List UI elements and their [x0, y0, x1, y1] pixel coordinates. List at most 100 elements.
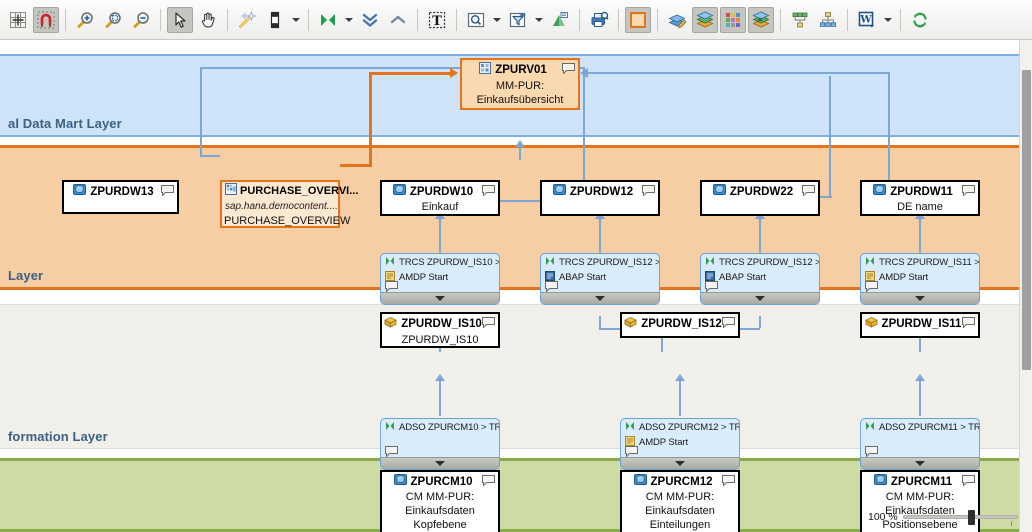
- transformation-trcs-is12[interactable]: TRCS ZPURDW_IS12 > ADSO... ABAP Start: [540, 253, 660, 305]
- filter-icon[interactable]: [505, 7, 531, 33]
- magic-wand-icon[interactable]: [234, 7, 260, 33]
- zoom-fit-icon[interactable]: [100, 7, 126, 33]
- node-zpurdw-is12[interactable]: ZPURDW_IS12: [620, 312, 740, 338]
- adso-cm12-line1-row: ADSO ZPURCM12 > TRCS ZP...: [621, 419, 739, 434]
- trcs-is12-line2-row: ABAP Start: [541, 269, 659, 284]
- editor-toolbar: T: [0, 0, 1032, 40]
- transformation-trcs-is10[interactable]: TRCS ZPURDW_IS10 > ADSO... AMDP Start: [380, 253, 500, 305]
- tree-graph-icon[interactable]: [815, 7, 841, 33]
- print-preview-icon[interactable]: [586, 7, 612, 33]
- pan-hand-icon[interactable]: [195, 7, 221, 33]
- text-tool-icon[interactable]: T: [424, 7, 450, 33]
- toolbar-separator: [456, 9, 457, 31]
- layer-landscape-icon[interactable]: [748, 7, 774, 33]
- node-zpurdw-is11[interactable]: ZPURDW_IS11: [860, 312, 980, 338]
- adso-cm11-line1-row: ADSO ZPURCM11 > TRCS ZP...: [861, 419, 979, 434]
- comment-bubble-icon[interactable]: [161, 185, 174, 196]
- transformation-trcs-is11[interactable]: TRCS ZPURDW_IS11 > ADSO... AMDP Start: [860, 253, 980, 305]
- search-icon[interactable]: [463, 7, 489, 33]
- trcs-is11-expand-handle[interactable]: [861, 292, 979, 304]
- node-zpurcm10[interactable]: ZPURCM10 CM MM-PUR: Einkaufsdaten Kopfeb…: [380, 470, 500, 532]
- node-zpurcm12[interactable]: ZPURCM12 CM MM-PUR: Einkaufsdaten Eintei…: [620, 470, 740, 532]
- wire-zpurdw13-stub: [200, 155, 220, 157]
- chevron-down-icon[interactable]: [532, 7, 545, 33]
- chevron-down-icon[interactable]: [490, 7, 503, 33]
- transformation-adso-zpurcm12[interactable]: ADSO ZPURCM12 > TRCS ZP... AMDP Start: [620, 418, 740, 470]
- transformation-adso-zpurcm10[interactable]: ADSO ZPURCM10 > TRCS ZP...: [380, 418, 500, 470]
- zoom-out-icon[interactable]: [128, 7, 154, 33]
- snap-to-grid-icon[interactable]: [33, 7, 59, 33]
- show-layers-icon[interactable]: [692, 7, 718, 33]
- wire-zpurdw13-up: [200, 67, 202, 157]
- transformation-icon: [545, 256, 555, 269]
- node-zpurdw22[interactable]: ZPURDW22: [700, 180, 820, 216]
- comment-bubble-icon[interactable]: [482, 475, 495, 486]
- node-purchase-overview-title-row: PURCHASE_OVERVI...: [222, 183, 338, 200]
- node-purchase-overview[interactable]: PURCHASE_OVERVI... sap.hana.democontent.…: [220, 180, 340, 228]
- flow-direction-icon[interactable]: [315, 7, 341, 33]
- color-legend-icon[interactable]: [720, 7, 746, 33]
- diagram-canvas[interactable]: al Data Mart Layer Layer formation Layer: [0, 40, 1032, 532]
- transformation-trcs-is12b[interactable]: TRCS ZPURDW_IS12 > ADSO... ABAP Start: [700, 253, 820, 305]
- comment-bubble-icon[interactable]: [962, 317, 975, 328]
- trcs-is12-expand-handle[interactable]: [541, 292, 659, 304]
- zoom-slider-control[interactable]: 100 %: [868, 506, 1018, 528]
- zoom-slider-track[interactable]: [903, 515, 1018, 519]
- node-zpurdw11[interactable]: ZPURDW11 DE name: [860, 180, 980, 216]
- node-zpurdw12[interactable]: ZPURDW12: [540, 180, 660, 216]
- comment-bubble-icon[interactable]: [962, 475, 975, 486]
- comment-bubble-icon[interactable]: [722, 475, 735, 486]
- trcs-is10-expand-handle[interactable]: [381, 292, 499, 304]
- arrow-adso11-to-is11: [915, 374, 925, 381]
- adso-icon: [874, 474, 887, 490]
- comment-bubble-icon[interactable]: [802, 185, 815, 196]
- chevron-down-icon[interactable]: [881, 7, 894, 33]
- refresh-icon[interactable]: [907, 7, 933, 33]
- edit-layers-icon[interactable]: [664, 7, 690, 33]
- expand-down-icon[interactable]: [357, 7, 383, 33]
- node-zpurdw-is10[interactable]: ZPURDW_IS10 ZPURDW_IS10: [380, 312, 500, 348]
- vertical-scrollbar[interactable]: [1019, 40, 1032, 532]
- comment-bubble-icon[interactable]: [482, 185, 495, 196]
- comment-bubble-icon[interactable]: [705, 279, 718, 290]
- node-zpurdw10[interactable]: ZPURDW10 Einkauf: [380, 180, 500, 216]
- vertical-scrollbar-thumb[interactable]: [1022, 70, 1031, 370]
- node-zpurdw10-title-row: ZPURDW10: [382, 184, 498, 200]
- node-is10-sub1: ZPURDW_IS10: [382, 333, 498, 347]
- node-zpurdw10-sub1: Einkauf: [382, 200, 498, 214]
- adso-cm12-expand-handle[interactable]: [621, 457, 739, 469]
- collapse-up-icon[interactable]: [385, 7, 411, 33]
- zoom-in-icon[interactable]: [72, 7, 98, 33]
- comment-bubble-icon[interactable]: [962, 185, 975, 196]
- comment-bubble-icon[interactable]: [562, 63, 575, 74]
- network-graph-icon[interactable]: [787, 7, 813, 33]
- transformation-adso-zpurcm11[interactable]: ADSO ZPURCM11 > TRCS ZP...: [860, 418, 980, 470]
- grid-icon[interactable]: [5, 7, 31, 33]
- node-zpurv01[interactable]: ZPURV01 MM-PUR: Einkaufsübersicht: [460, 58, 580, 110]
- calcview-icon: [479, 62, 491, 79]
- comment-bubble-icon[interactable]: [865, 444, 878, 455]
- select-pointer-icon[interactable]: [167, 7, 193, 33]
- hierarchy-icon[interactable]: [547, 7, 573, 33]
- align-vertical-icon[interactable]: [262, 7, 288, 33]
- node-zpurv01-sub2: Einkaufsübersicht: [462, 93, 578, 107]
- adso-cm10-expand-handle[interactable]: [381, 457, 499, 469]
- comment-bubble-icon[interactable]: [385, 279, 398, 290]
- zoom-slider-thumb[interactable]: [968, 510, 975, 525]
- comment-bubble-icon[interactable]: [722, 317, 735, 328]
- comment-bubble-icon[interactable]: [545, 279, 558, 290]
- comment-bubble-icon[interactable]: [482, 317, 495, 328]
- chevron-down-icon[interactable]: [342, 7, 355, 33]
- comment-bubble-icon[interactable]: [865, 279, 878, 290]
- trcs-is12b-expand-handle[interactable]: [701, 292, 819, 304]
- svg-text:T: T: [432, 14, 442, 29]
- comment-bubble-icon[interactable]: [642, 185, 655, 196]
- export-word-icon[interactable]: W: [854, 7, 880, 33]
- chevron-down-icon[interactable]: [289, 7, 302, 33]
- hana-view-icon: [225, 183, 237, 200]
- comment-bubble-icon[interactable]: [385, 444, 398, 455]
- adso-cm11-expand-handle[interactable]: [861, 457, 979, 469]
- comment-bubble-icon[interactable]: [625, 444, 638, 455]
- highlight-frame-icon[interactable]: [625, 7, 651, 33]
- node-zpurdw13[interactable]: ZPURDW13: [62, 180, 179, 214]
